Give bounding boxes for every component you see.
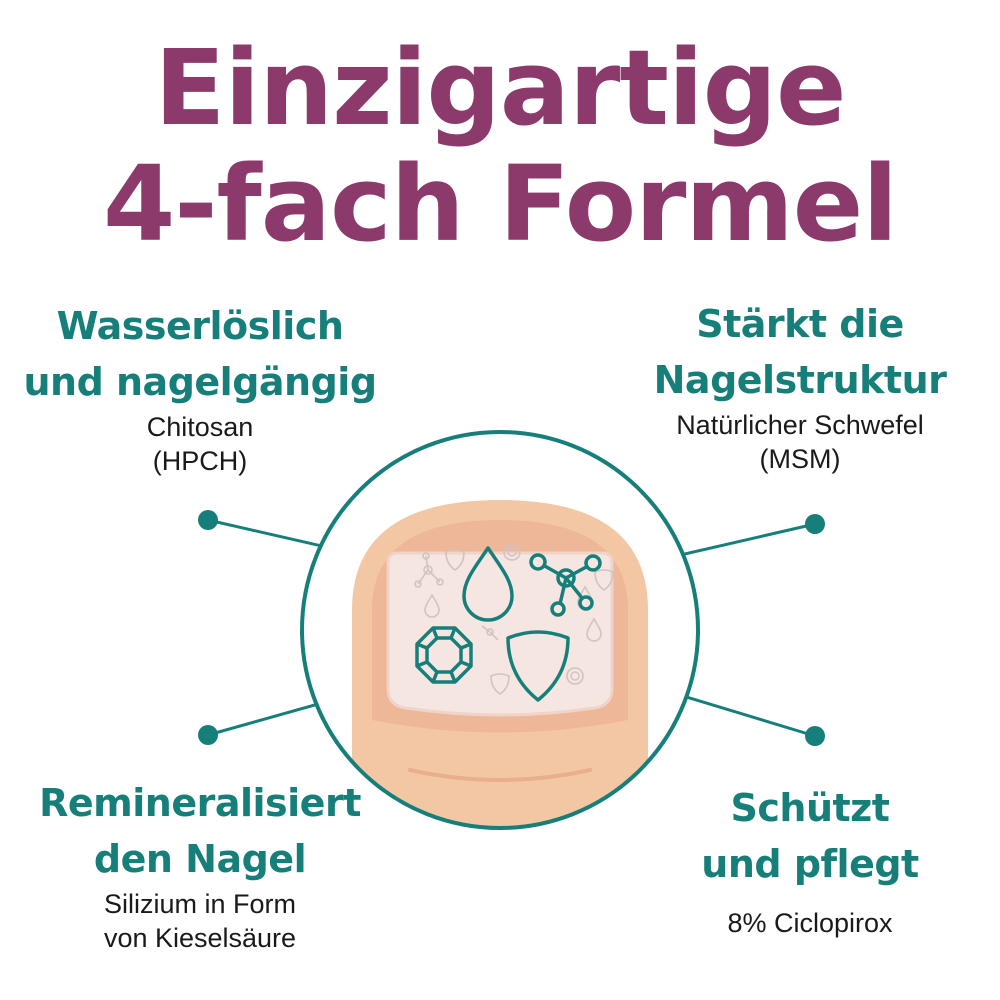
feature-title: Nagelstruktur (653, 358, 947, 402)
connector-dot-bottom-right (805, 726, 825, 746)
connector-dot-bottom-left (198, 725, 218, 745)
toe-illustration (302, 432, 698, 828)
feature-water-soluble: Wasserlöslich und nagelgängig Chitosan (… (0, 298, 400, 478)
feature-title: Stärkt die (696, 302, 904, 346)
connector-dots (198, 510, 825, 746)
feature-title: Schützt (730, 786, 890, 830)
feature-subtitle: (MSM) (759, 444, 841, 474)
gem-icon (415, 626, 473, 684)
connector-dot-top-right (805, 514, 825, 534)
feature-title: Remineralisiert (39, 781, 361, 825)
feature-subtitle: 8% Ciclopirox (727, 908, 893, 938)
feature-protects-cares: Schützt und pflegt 8% Ciclopirox (610, 780, 1000, 940)
shield-icon (506, 630, 570, 702)
connector-dot-top-left (198, 510, 218, 530)
water-drop-icon (462, 546, 514, 622)
feature-subtitle: Natürlicher Schwefel (676, 410, 924, 440)
feature-title: den Nagel (93, 837, 307, 881)
feature-strengthens-structure: Stärkt die Nagelstruktur Natürlicher Sch… (600, 296, 1000, 476)
diagram-circle (300, 430, 700, 830)
headline-line-2: 4-fach Formel (103, 143, 898, 265)
molecule-icon (529, 553, 602, 617)
feature-remineralizes: Remineralisiert den Nagel Silizium in Fo… (0, 775, 400, 955)
feature-subtitle: Chitosan (146, 412, 254, 442)
headline-line-1: Einzigartige (154, 27, 846, 149)
feature-subtitle: von Kieselsäure (103, 923, 297, 953)
feature-title: und nagelgängig (23, 360, 377, 404)
feature-subtitle: (HPCH) (152, 446, 248, 476)
feature-title: und pflegt (701, 842, 919, 886)
feature-subtitle: Silizium in Form (103, 889, 297, 919)
feature-title: Wasserlöslich (56, 304, 344, 348)
